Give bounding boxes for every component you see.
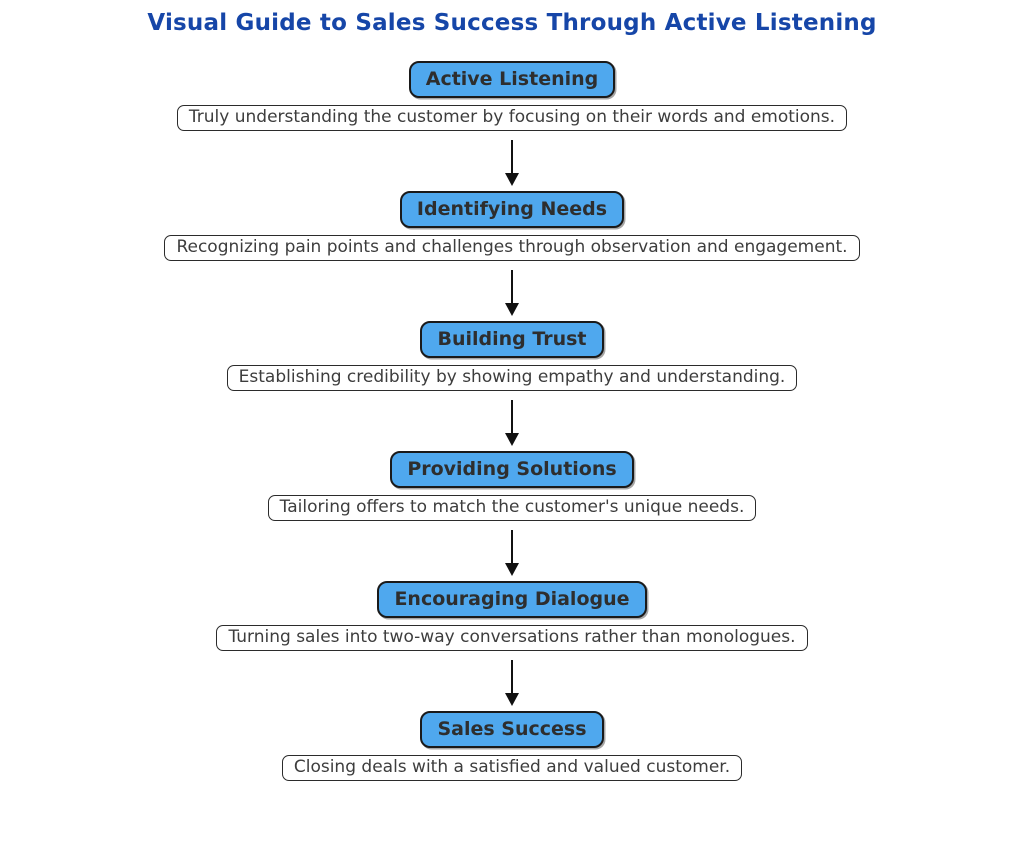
step-description: Establishing credibility by showing empa… (226, 365, 798, 391)
arrow-head (504, 692, 519, 706)
step-label: Active Listening (425, 68, 599, 90)
arrow-head (505, 562, 519, 576)
flow-column: Active Listening Truly understanding the… (0, 61, 1024, 781)
step-description: Tailoring offers to match the customer's… (267, 495, 757, 521)
step-description: Turning sales into two-way conversations… (216, 625, 808, 651)
arrow-line (510, 139, 514, 173)
arrow-head (504, 172, 519, 186)
arrow-line (510, 399, 514, 433)
down-arrow-icon (505, 391, 519, 451)
down-arrow-icon (505, 261, 519, 321)
step-node: Building Trust (420, 321, 604, 358)
flow-step: Building Trust Establishing credibility … (226, 321, 798, 451)
arrow-head (505, 302, 519, 316)
step-node: Encouraging Dialogue (377, 581, 647, 618)
step-label: Identifying Needs (416, 198, 608, 220)
step-label: Encouraging Dialogue (394, 588, 630, 610)
arrow-line (510, 529, 514, 563)
page-title: Visual Guide to Sales Success Through Ac… (147, 10, 877, 36)
flow-step: Active Listening Truly understanding the… (176, 61, 848, 191)
step-label: Providing Solutions (407, 458, 617, 480)
step-node: Identifying Needs (399, 191, 625, 228)
down-arrow-icon (504, 651, 519, 711)
step-description: Recognizing pain points and challenges t… (164, 235, 860, 261)
step-description: Truly understanding the customer by focu… (176, 105, 848, 131)
arrow-line (510, 659, 514, 693)
flow-step: Providing Solutions Tailoring offers to … (267, 451, 757, 581)
step-node: Sales Success (420, 711, 604, 748)
flow-step: Identifying Needs Recognizing pain point… (164, 191, 860, 321)
step-label: Building Trust (437, 328, 587, 350)
down-arrow-icon (504, 131, 519, 191)
step-node: Active Listening (408, 61, 616, 98)
down-arrow-icon (505, 521, 519, 581)
step-description: Closing deals with a satisfied and value… (281, 755, 743, 781)
flow-step: Encouraging Dialogue Turning sales into … (216, 581, 808, 711)
step-node: Providing Solutions (390, 451, 634, 488)
arrow-head (505, 432, 519, 446)
arrow-line (510, 269, 514, 303)
flow-step: Sales Success Closing deals with a satis… (281, 711, 743, 781)
step-label: Sales Success (437, 718, 587, 740)
